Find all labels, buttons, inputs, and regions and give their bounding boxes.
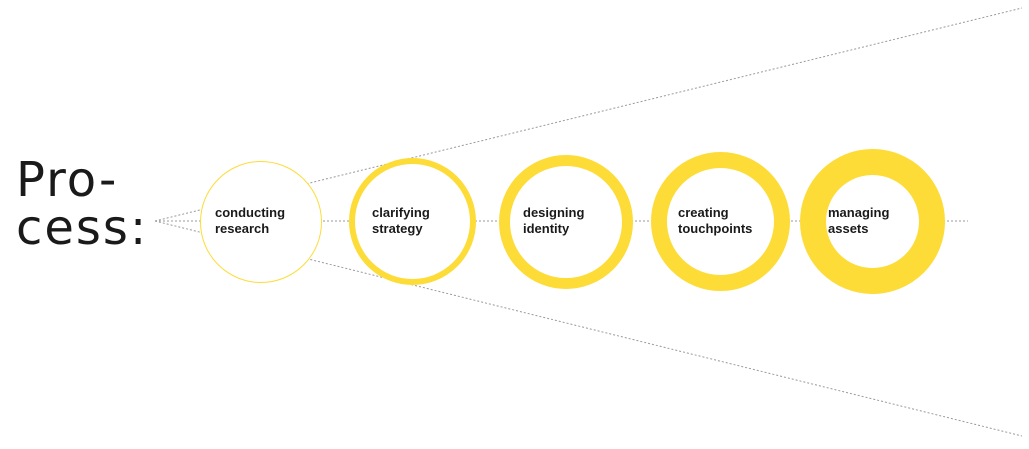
step-label-line: identity [523, 221, 570, 236]
page-title: Pro- cess: [16, 156, 148, 252]
step-ring-clarifying-strategy [349, 158, 476, 285]
step-label-line: strategy [372, 221, 423, 236]
step-label-line: assets [828, 221, 869, 236]
step-label-designing-identity: designing identity [523, 205, 584, 237]
step-label-conducting-research: conducting research [215, 205, 285, 237]
step-label-managing-assets: managing assets [828, 205, 889, 237]
step-label-line: touchpoints [678, 221, 753, 236]
step-label-line: conducting [215, 205, 286, 220]
step-ring-conducting-research [200, 161, 322, 283]
title-line-1: Pro- [16, 152, 119, 208]
step-ring-designing-identity [499, 155, 633, 289]
step-label-line: designing [523, 205, 585, 220]
step-label-line: research [215, 221, 270, 236]
step-label-line: clarifying [372, 205, 430, 220]
step-label-creating-touchpoints: creating touchpoints [678, 205, 752, 237]
title-line-2: cess: [16, 200, 149, 256]
step-label-line: creating [678, 205, 729, 220]
step-label-clarifying-strategy: clarifying strategy [372, 205, 430, 237]
step-label-line: managing [828, 205, 890, 220]
